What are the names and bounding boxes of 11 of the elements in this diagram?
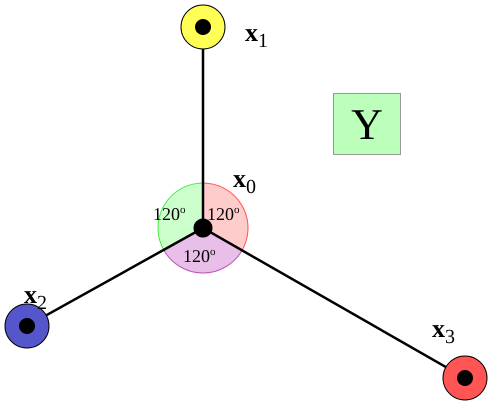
connector-line: [46, 231, 196, 316]
connector-line: [202, 49, 204, 219]
angle-label: 120$^{o}$: [207, 205, 240, 223]
point-label: x$_{0}$: [233, 166, 256, 198]
point-label: x$_{3}$: [432, 316, 455, 348]
angle-label: 120$^{o}$: [183, 247, 216, 265]
angle-label: 120$^{o}$: [153, 205, 186, 223]
label-box: Y: [333, 93, 401, 155]
connector-line: [210, 231, 447, 368]
point-label: x$_{1}$: [245, 20, 268, 52]
point-label: x$_{2}$: [24, 282, 47, 314]
